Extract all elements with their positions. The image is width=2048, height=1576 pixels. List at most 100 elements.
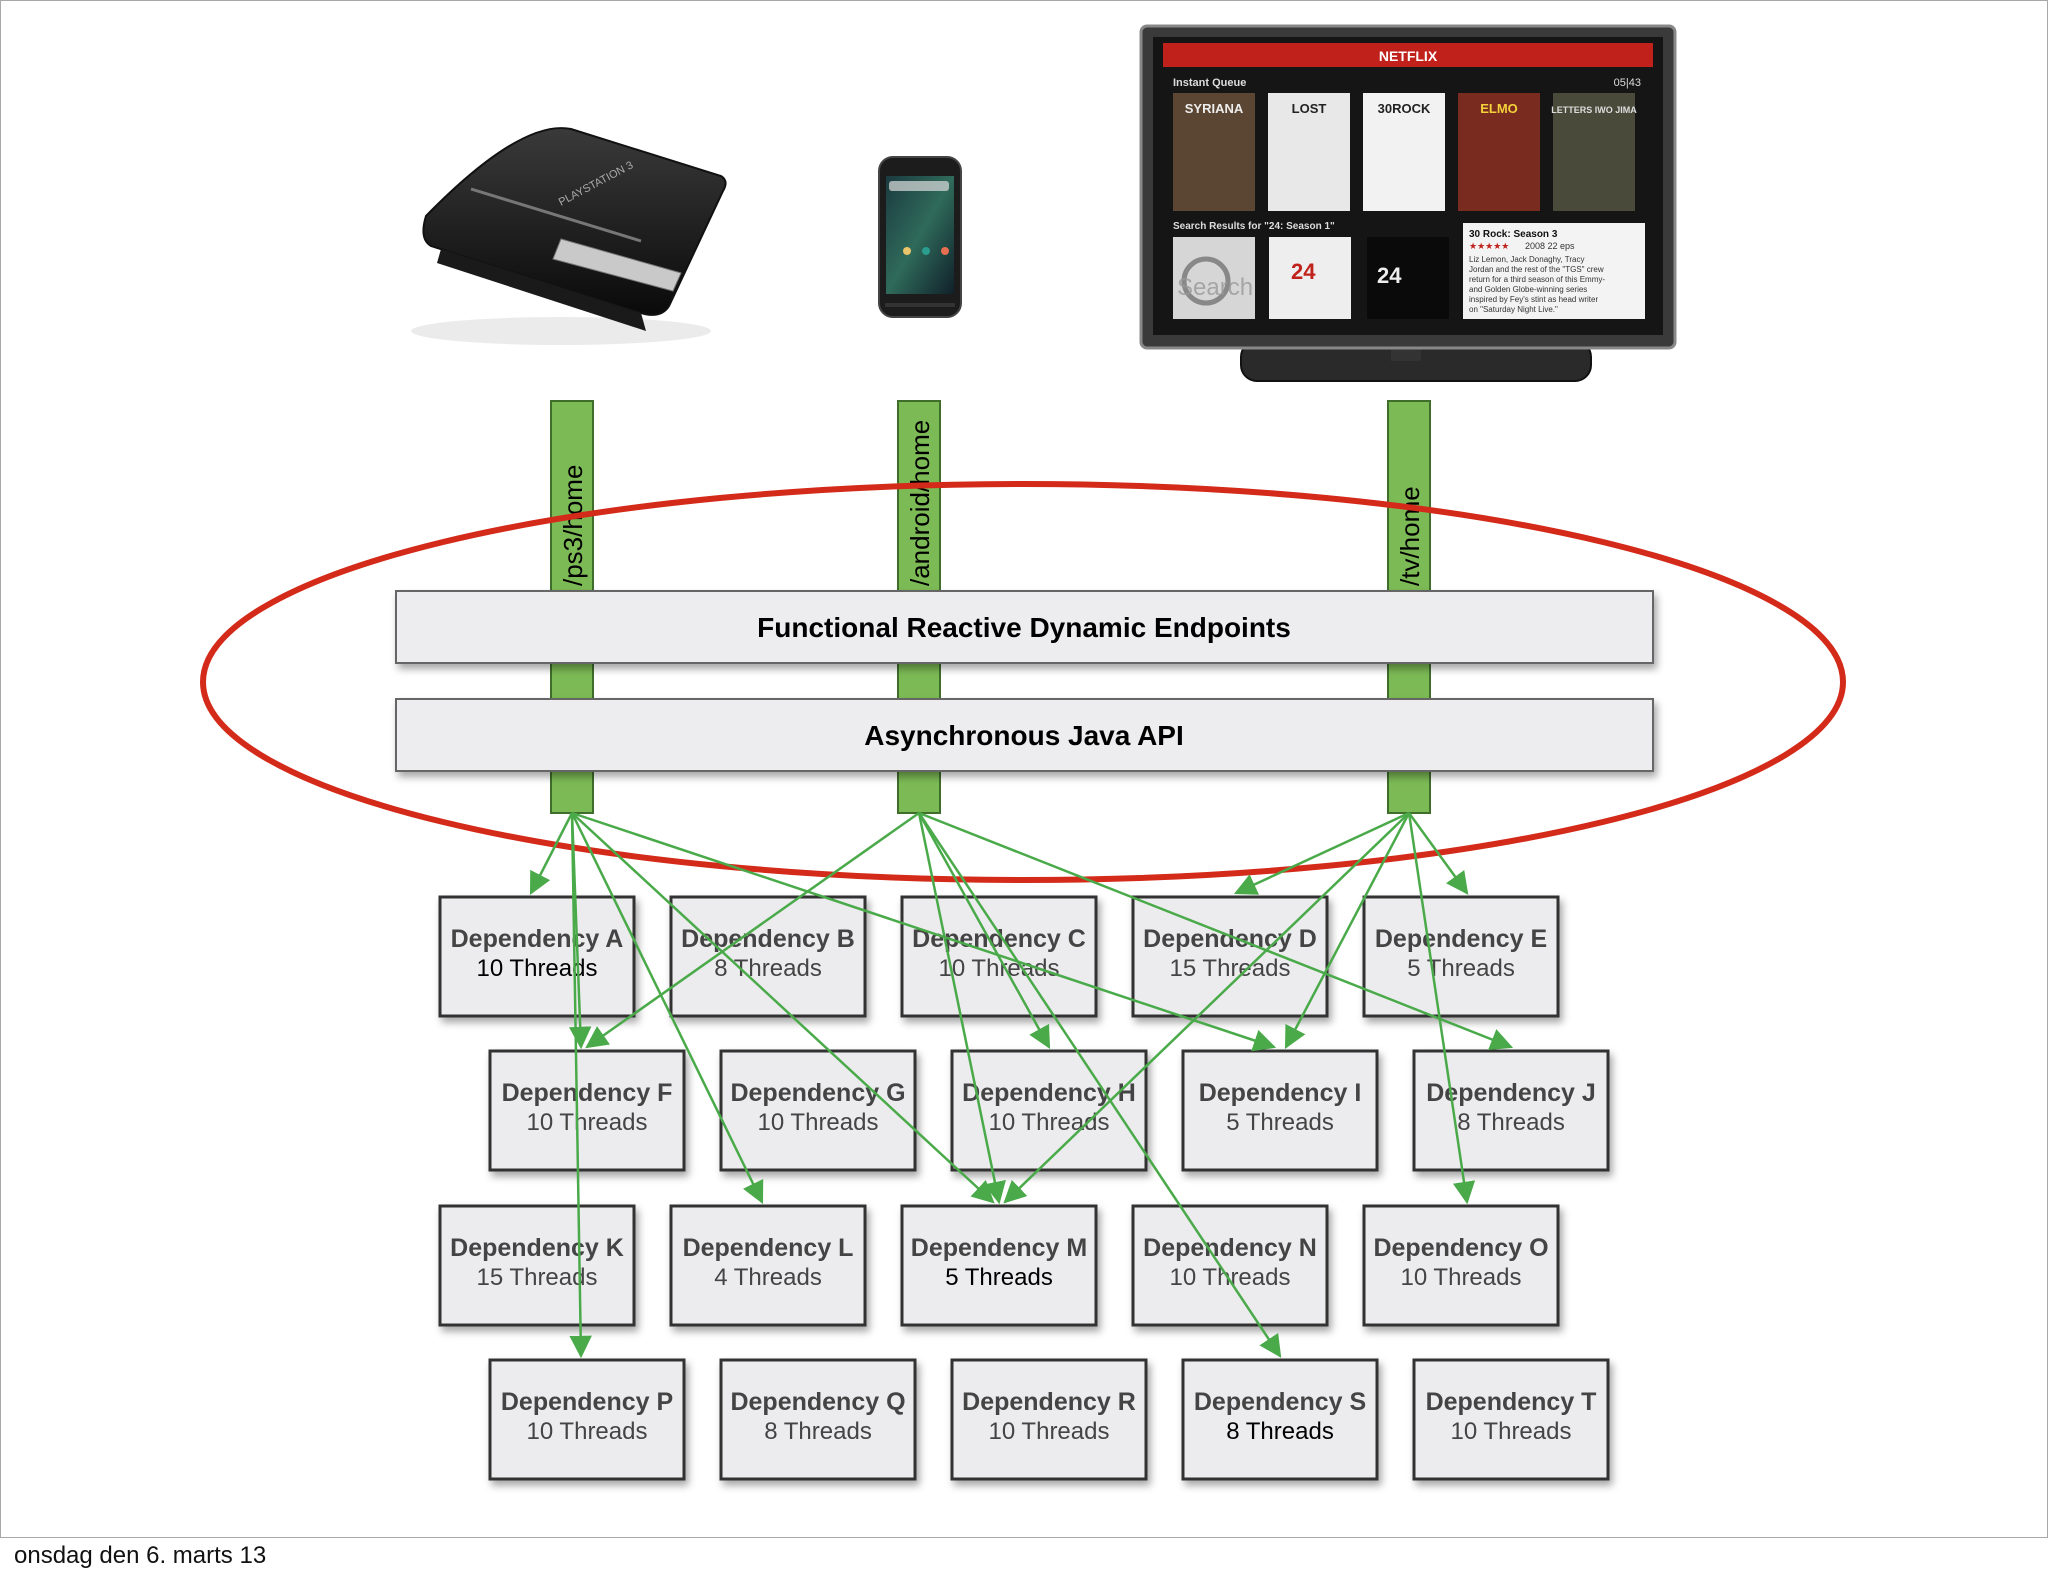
dependency-box: Dependency S8 Threads <box>1181 1358 1379 1481</box>
dependency-box: Dependency G10 Threads <box>719 1049 917 1172</box>
dependency-box: Dependency O10 Threads <box>1362 1204 1560 1327</box>
tv-detail-meta: 2008 22 eps <box>1525 241 1575 251</box>
ps3-console-icon: PLAYSTATION 3 <box>411 127 727 345</box>
dependency-box: Dependency N10 Threads <box>1131 1204 1329 1327</box>
dependency-box: Dependency R10 Threads <box>950 1358 1148 1481</box>
dependency-name: Dependency D <box>1143 925 1317 953</box>
slide: PLAYSTATION 3 NETFLIX Instant Queue 05|4… <box>0 0 2048 1538</box>
dependency-arrow <box>917 812 1051 1049</box>
tv-poster-title: 30ROCK <box>1378 101 1431 116</box>
tv-poster-title: SYRIANA <box>1185 101 1244 116</box>
dependency-box: Dependency I5 Threads <box>1181 1049 1379 1172</box>
api-layer: Asynchronous Java API <box>395 698 1654 772</box>
svg-text:24: 24 <box>1291 259 1316 284</box>
dependency-box: Dependency A10 Threads <box>438 895 636 1018</box>
dependency-threads: 10 Threads <box>1451 1418 1572 1445</box>
dependency-arrow <box>569 812 592 1359</box>
dependency-name: Dependency Q <box>730 1388 905 1416</box>
architecture-diagram: PLAYSTATION 3 NETFLIX Instant Queue 05|4… <box>200 24 1846 1481</box>
dependency-box: Dependency K15 Threads <box>438 1204 636 1327</box>
dependency-name: Dependency J <box>1426 1079 1596 1107</box>
api-layer-label: Asynchronous Java API <box>864 720 1184 751</box>
dependency-name: Dependency E <box>1375 925 1547 953</box>
route-label: /ps3/home <box>558 465 588 586</box>
tv-poster <box>1458 93 1540 211</box>
tv-detail-title: 30 Rock: Season 3 <box>1469 229 1558 240</box>
dependency-threads: 5 Threads <box>945 1264 1053 1291</box>
tv-poster <box>1173 93 1255 211</box>
dependency-arrow <box>571 812 995 1204</box>
dependency-box: Dependency B8 Threads <box>669 895 867 1018</box>
dependency-box: Dependency C10 Threads <box>900 895 1098 1018</box>
dependency-arrow <box>585 811 920 1049</box>
tv-search-label: Search Results for "24: Season 1" <box>1173 221 1335 232</box>
tv-detail-line: return for a third season of this Emmy- <box>1469 275 1605 284</box>
slide-footer-date: onsdag den 6. marts 13 <box>14 1542 267 1569</box>
tv-queue-label: Instant Queue <box>1173 77 1246 89</box>
dependency-name: Dependency N <box>1143 1234 1317 1262</box>
dependency-name: Dependency A <box>451 925 624 953</box>
dependency-threads: 10 Threads <box>1401 1264 1522 1291</box>
svg-text:★★★★★: ★★★★★ <box>1469 241 1509 251</box>
dependency-arrow <box>917 812 1282 1358</box>
dependency-name: Dependency T <box>1426 1388 1597 1416</box>
tv-page-indicator: 05|43 <box>1614 77 1641 89</box>
tv-poster-row: SYRIANA LOST 30ROCK ELMO LETTERS IWO JIMA <box>1173 93 1637 211</box>
android-phone-icon <box>878 156 962 318</box>
dependency-threads: 10 Threads <box>527 1418 648 1445</box>
tv-detail-line: inspired by Fey's stint as head writer <box>1469 295 1598 304</box>
tv-brand: NETFLIX <box>1379 48 1438 64</box>
dependency-name: Dependency C <box>912 925 1086 953</box>
dependency-name: Dependency K <box>450 1234 624 1262</box>
tv-poster-title: ELMO <box>1480 101 1518 116</box>
dependency-box: Dependency F10 Threads <box>488 1049 686 1172</box>
dependency-threads: 10 Threads <box>527 1109 648 1136</box>
dependency-arrow <box>1284 812 1411 1049</box>
dependency-threads: 5 Threads <box>1226 1109 1334 1136</box>
dependency-threads: 15 Threads <box>1170 955 1291 982</box>
dependency-box: Dependency P10 Threads <box>488 1358 686 1481</box>
dependency-name: Dependency M <box>911 1234 1087 1262</box>
dependency-threads: 8 Threads <box>1226 1418 1334 1445</box>
dependency-threads: 15 Threads <box>477 1264 598 1291</box>
dependency-box: Dependency D15 Threads <box>1131 895 1329 1018</box>
highlight-ellipse <box>200 481 1846 883</box>
dependency-arrow <box>917 812 1006 1205</box>
dependency-arrow <box>1407 812 1476 1205</box>
dependency-name: Dependency P <box>501 1388 673 1416</box>
endpoints-layer-label: Functional Reactive Dynamic Endpoints <box>757 612 1291 643</box>
dependency-name: Dependency F <box>502 1079 673 1107</box>
tv-netflix-icon: NETFLIX Instant Queue 05|43 SYRIANA LOST 3… <box>1139 24 1677 382</box>
tv-poster <box>1553 93 1635 211</box>
dependency-box: Dependency T10 Threads <box>1412 1358 1610 1481</box>
tv-detail-line: Jordan and the rest of the "TGS" crew <box>1469 265 1604 274</box>
route-label: /android/home <box>905 420 935 586</box>
dependency-arrow <box>571 811 1277 1052</box>
endpoints-layer: Functional Reactive Dynamic Endpoints <box>395 590 1654 664</box>
dependency-box: Dependency E5 Threads <box>1362 895 1560 1018</box>
dependency-box: Dependency L4 Threads <box>669 1204 867 1327</box>
svg-text:24: 24 <box>1377 263 1402 288</box>
route-label: /tv/home <box>1395 486 1425 586</box>
dependency-threads: 8 Threads <box>1457 1109 1565 1136</box>
dependency-arrow <box>570 812 764 1205</box>
dependency-name: Dependency L <box>683 1234 854 1262</box>
dependency-arrow <box>529 812 574 896</box>
dependency-name: Dependency O <box>1373 1234 1548 1262</box>
tv-detail-line: and Golden Globe-winning series <box>1469 285 1587 294</box>
tv-search-word: Search <box>1177 274 1253 301</box>
dependency-arrow <box>1003 812 1410 1204</box>
tv-detail-line: on "Saturday Night Live." <box>1469 305 1558 314</box>
dependency-threads: 5 Threads <box>1407 955 1515 982</box>
tv-poster-title: LETTERS IWO JIMA <box>1551 105 1637 115</box>
dependency-name: Dependency S <box>1194 1388 1366 1416</box>
dependency-arrow <box>918 811 1514 1051</box>
tv-detail-line: Liz Lemon, Jack Donaghy, Tracy <box>1469 255 1584 264</box>
dependency-threads: 10 Threads <box>1170 1264 1291 1291</box>
dependency-box: Dependency M5 Threads <box>900 1204 1098 1327</box>
tv-poster-title: LOST <box>1292 101 1327 116</box>
dependency-threads: 4 Threads <box>714 1264 822 1291</box>
dependency-threads: 10 Threads <box>989 1109 1110 1136</box>
